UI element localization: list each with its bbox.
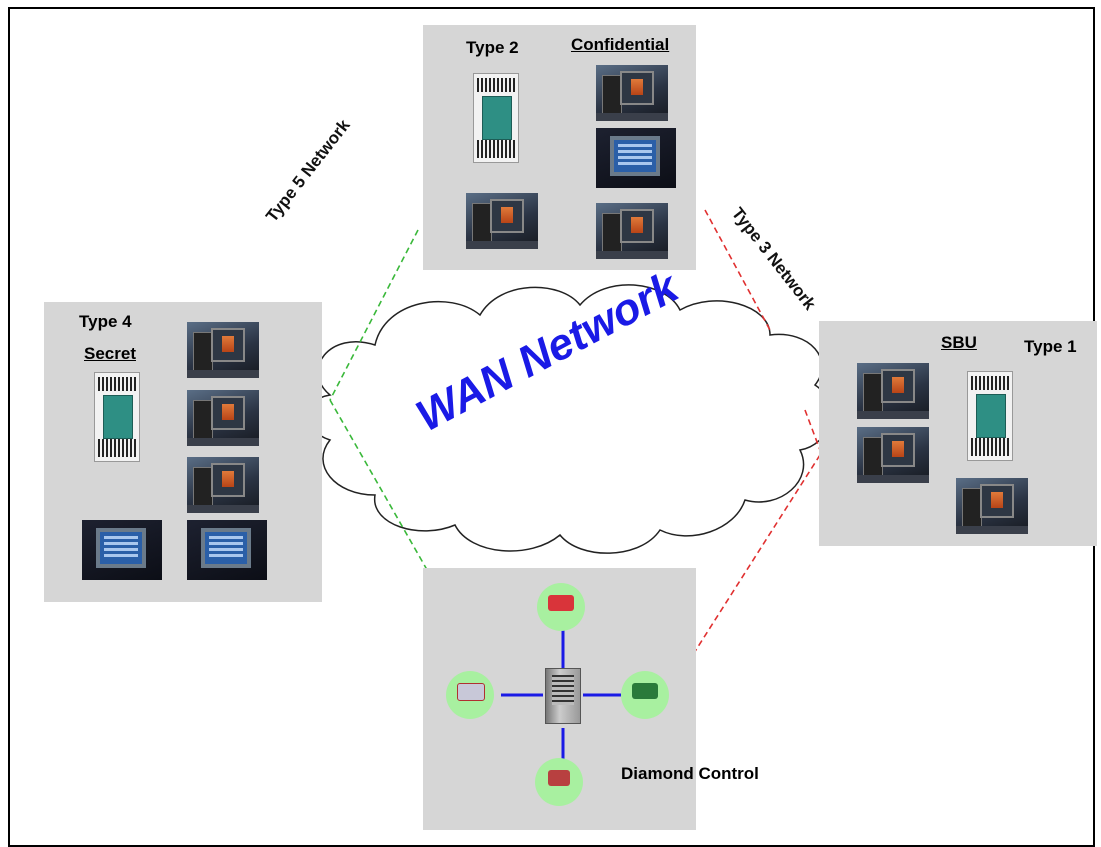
- type2-classification: Confidential: [571, 35, 670, 54]
- type5-link: [329, 229, 419, 401]
- diamond-control-panel: Diamond Control: [423, 568, 759, 830]
- diamond-node-icon: [446, 671, 494, 719]
- type1-panel: SBU Type 1: [819, 321, 1097, 546]
- hub-links: [501, 630, 621, 760]
- workstation-icon: [187, 390, 259, 446]
- type3-link: [704, 209, 771, 331]
- workstation-icon: [187, 457, 259, 513]
- type4-panel: Type 4 Secret: [44, 302, 322, 602]
- type3-link-lower: [804, 409, 821, 451]
- server-icon: [545, 668, 581, 724]
- workstation-icon: [466, 193, 538, 249]
- crt-monitor-icon: [596, 128, 676, 188]
- type1-title: Type 1: [1024, 337, 1077, 356]
- diamond-node-icon: [535, 758, 583, 806]
- type2-panel: Type 2 Confidential: [423, 25, 696, 270]
- type1-classification: SBU: [941, 333, 977, 352]
- rack-server-icon: [94, 372, 140, 462]
- workstation-icon: [956, 478, 1028, 534]
- crt-monitor-icon: [187, 520, 267, 580]
- type2-title: Type 2: [466, 38, 519, 57]
- workstation-icon: [187, 322, 259, 378]
- type4-title: Type 4: [79, 312, 132, 331]
- diamond-node-icon: [621, 671, 669, 719]
- workstation-icon: [596, 203, 668, 259]
- wan-cloud-icon: [306, 284, 833, 554]
- rack-server-icon: [967, 371, 1013, 461]
- workstation-icon: [857, 363, 929, 419]
- diamond-control-label: Diamond Control: [621, 764, 759, 783]
- workstation-icon: [857, 427, 929, 483]
- type3-link-bottom: [679, 454, 821, 676]
- rack-server-icon: [473, 73, 519, 163]
- workstation-icon: [596, 65, 668, 121]
- type4-classification: Secret: [84, 344, 136, 363]
- crt-monitor-icon: [82, 520, 162, 580]
- diamond-node-icon: [537, 583, 585, 631]
